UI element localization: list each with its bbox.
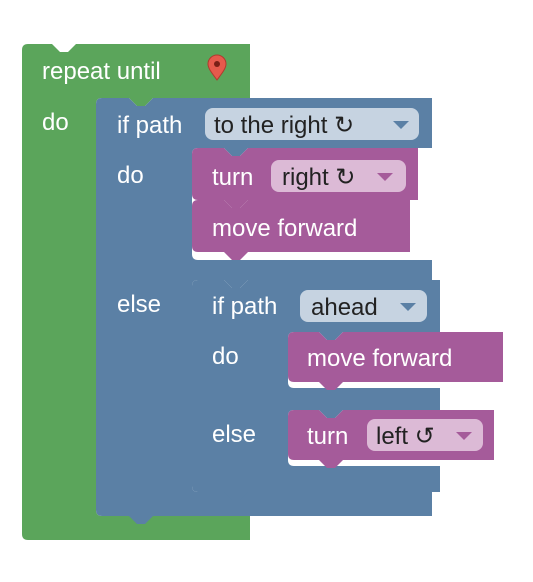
repeat-until-block-body[interactable] [22,44,250,540]
turn-block-right[interactable]: turn right ↻ [192,148,418,208]
path-direction-value-outer: to the right ↻ [214,112,354,139]
dropdown-arrow-icon [393,121,409,129]
turn-direction-dropdown-left[interactable]: left ↺ [367,419,483,451]
turn-label-right: turn [212,164,253,191]
if-path-label-inner: if path [212,293,277,320]
move-forward-label-1: move forward [212,215,357,242]
move-forward-block-2[interactable]: move forward [288,332,503,390]
path-direction-value-inner: ahead [311,294,378,321]
if-path-else-label-outer: else [117,291,161,318]
dropdown-field-inner[interactable] [300,290,427,322]
path-direction-dropdown-outer[interactable]: to the right ↻ [205,108,419,140]
turn-direction-value-right: right ↻ [282,164,355,191]
repeat-until-label: repeat until [42,58,161,85]
if-path-label-outer: if path [117,112,182,139]
map-pin-icon [207,54,227,81]
dropdown-arrow-icon [377,173,393,181]
path-direction-dropdown-inner[interactable]: ahead [300,290,427,322]
if-path-block-outer-body[interactable] [96,98,432,524]
repeat-until-block[interactable]: repeat until do [22,44,250,540]
turn-block-left[interactable]: turn left ↺ [288,410,494,468]
turn-direction-value-left: left ↺ [376,423,435,450]
dropdown-field-turn-right[interactable] [271,160,406,192]
turn-direction-dropdown-right[interactable]: right ↻ [271,160,406,192]
move-forward-block-2-body[interactable] [288,332,503,390]
move-forward-label-2: move forward [307,345,452,372]
if-path-block-inner-body[interactable] [192,280,440,500]
if-path-block-inner[interactable]: if path ahead do else [192,280,440,500]
move-forward-block-1[interactable]: move forward [192,200,410,260]
dropdown-arrow-icon [456,432,472,440]
dropdown-field-turn-left[interactable] [367,419,483,451]
turn-label-left: turn [307,423,348,450]
if-path-do-label-outer: do [117,162,144,189]
if-path-block-outer[interactable]: if path to the right ↻ do else [96,98,432,524]
if-path-else-label-inner: else [212,421,256,448]
move-forward-block-1-body[interactable] [192,200,410,260]
if-path-do-label-inner: do [212,343,239,370]
dropdown-arrow-icon [400,303,416,311]
repeat-do-label: do [42,109,69,136]
dropdown-field-outer[interactable] [205,108,419,140]
